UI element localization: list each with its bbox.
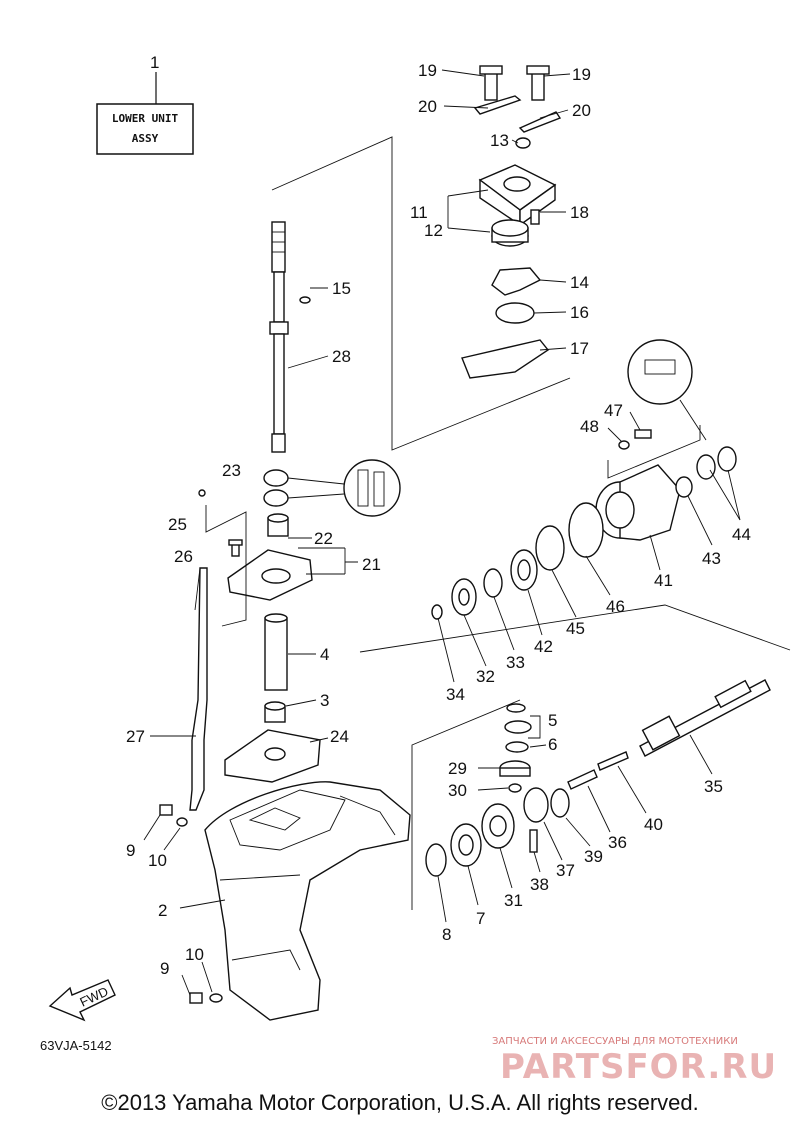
- callout-28: 28: [332, 347, 351, 366]
- diagram-code: 63VJA-5142: [40, 1038, 112, 1053]
- callout-19b: 19: [572, 65, 591, 84]
- lower-unit-assy-box: LOWER UNIT ASSY: [96, 72, 194, 155]
- callout-5: 5: [548, 711, 557, 730]
- callout-12: 12: [424, 221, 443, 240]
- callout-42: 42: [534, 637, 553, 656]
- drive-shaft-holder: [198, 489, 358, 627]
- callout-25: 25: [168, 515, 187, 534]
- callout-29: 29: [448, 759, 467, 778]
- propeller-shaft-housing: [431, 339, 737, 620]
- callout-26: 26: [174, 547, 193, 566]
- callout-8: 8: [442, 925, 451, 944]
- callout-45: 45: [566, 619, 585, 638]
- callout-31: 31: [504, 891, 523, 910]
- copyright-notice: ©2013 Yamaha Motor Corporation, U.S.A. A…: [101, 1090, 699, 1115]
- leader-bracket-gear: [411, 699, 521, 910]
- callout-19a: 19: [418, 61, 437, 80]
- watermark-brand: PARTSFOR.RU: [500, 1047, 777, 1085]
- callout-47: 47: [604, 401, 623, 420]
- water-tube-parts: [224, 613, 329, 783]
- drain-screws: [143, 804, 223, 1004]
- callout-22: 22: [314, 529, 333, 548]
- callout-43: 43: [702, 549, 721, 568]
- callout-20a: 20: [418, 97, 437, 116]
- fwd-arrow: FWD: [48, 979, 116, 1022]
- callout-46: 46: [606, 597, 625, 616]
- callout-48: 48: [580, 417, 599, 436]
- callout-18: 18: [570, 203, 589, 222]
- leader-bracket-pump: [271, 136, 571, 451]
- callout-44: 44: [732, 525, 751, 544]
- callout-23: 23: [222, 461, 241, 480]
- callout-39: 39: [584, 847, 603, 866]
- watermark-caption: ЗАПЧАСТИ И АКСЕССУАРЫ ДЛЯ МОТОТЕХНИКИ: [492, 1036, 738, 1047]
- callout-10a: 10: [148, 851, 167, 870]
- shift-rod: [150, 567, 208, 811]
- callout-32: 32: [476, 667, 495, 686]
- box-line1: LOWER UNIT: [112, 112, 179, 125]
- callout-2: 2: [158, 901, 167, 920]
- callout-9b: 9: [160, 959, 169, 978]
- callout-4: 4: [320, 645, 329, 664]
- callout-1: 1: [150, 53, 159, 72]
- callout-11: 11: [410, 203, 428, 222]
- bearings-23: [263, 459, 401, 517]
- callout-3: 3: [320, 691, 329, 710]
- callout-17: 17: [570, 339, 589, 358]
- callout-7: 7: [476, 909, 485, 928]
- callout-14: 14: [570, 273, 589, 292]
- callout-36: 36: [608, 833, 627, 852]
- gear-parts: [425, 703, 591, 923]
- callout-labels: 1 2 3 4 5 6 7 8 9 10 9 10 11 12 13 14 15…: [126, 53, 751, 978]
- callout-40: 40: [644, 815, 663, 834]
- callout-41: 41: [654, 571, 673, 590]
- callout-15: 15: [332, 279, 351, 298]
- propeller-shaft: [567, 679, 771, 833]
- callout-35: 35: [704, 777, 723, 796]
- exploded-parts-diagram: LOWER UNIT ASSY: [40, 53, 791, 1085]
- callout-24: 24: [330, 727, 349, 746]
- housing-leaders: [437, 411, 741, 683]
- leader-bracket-housing: [359, 604, 791, 653]
- callout-9a: 9: [126, 841, 135, 860]
- callout-37: 37: [556, 861, 575, 880]
- callout-30: 30: [448, 781, 467, 800]
- callout-21: 21: [362, 555, 381, 574]
- water-pump-parts: [461, 65, 562, 379]
- callout-16: 16: [570, 303, 589, 322]
- pump-leaders: [287, 69, 571, 369]
- box-line2: ASSY: [132, 132, 159, 145]
- callout-34: 34: [446, 685, 465, 704]
- callout-27: 27: [126, 727, 145, 746]
- callout-10b: 10: [185, 945, 204, 964]
- drive-shaft: [269, 221, 311, 453]
- callout-33: 33: [506, 653, 525, 672]
- watermark: ЗАПЧАСТИ И АКСЕССУАРЫ ДЛЯ МОТОТЕХНИКИ PA…: [492, 1036, 777, 1085]
- callout-38: 38: [530, 875, 549, 894]
- callout-20b: 20: [572, 101, 591, 120]
- callout-13: 13: [490, 131, 509, 150]
- lower-case: [179, 781, 411, 1021]
- callout-6: 6: [548, 735, 557, 754]
